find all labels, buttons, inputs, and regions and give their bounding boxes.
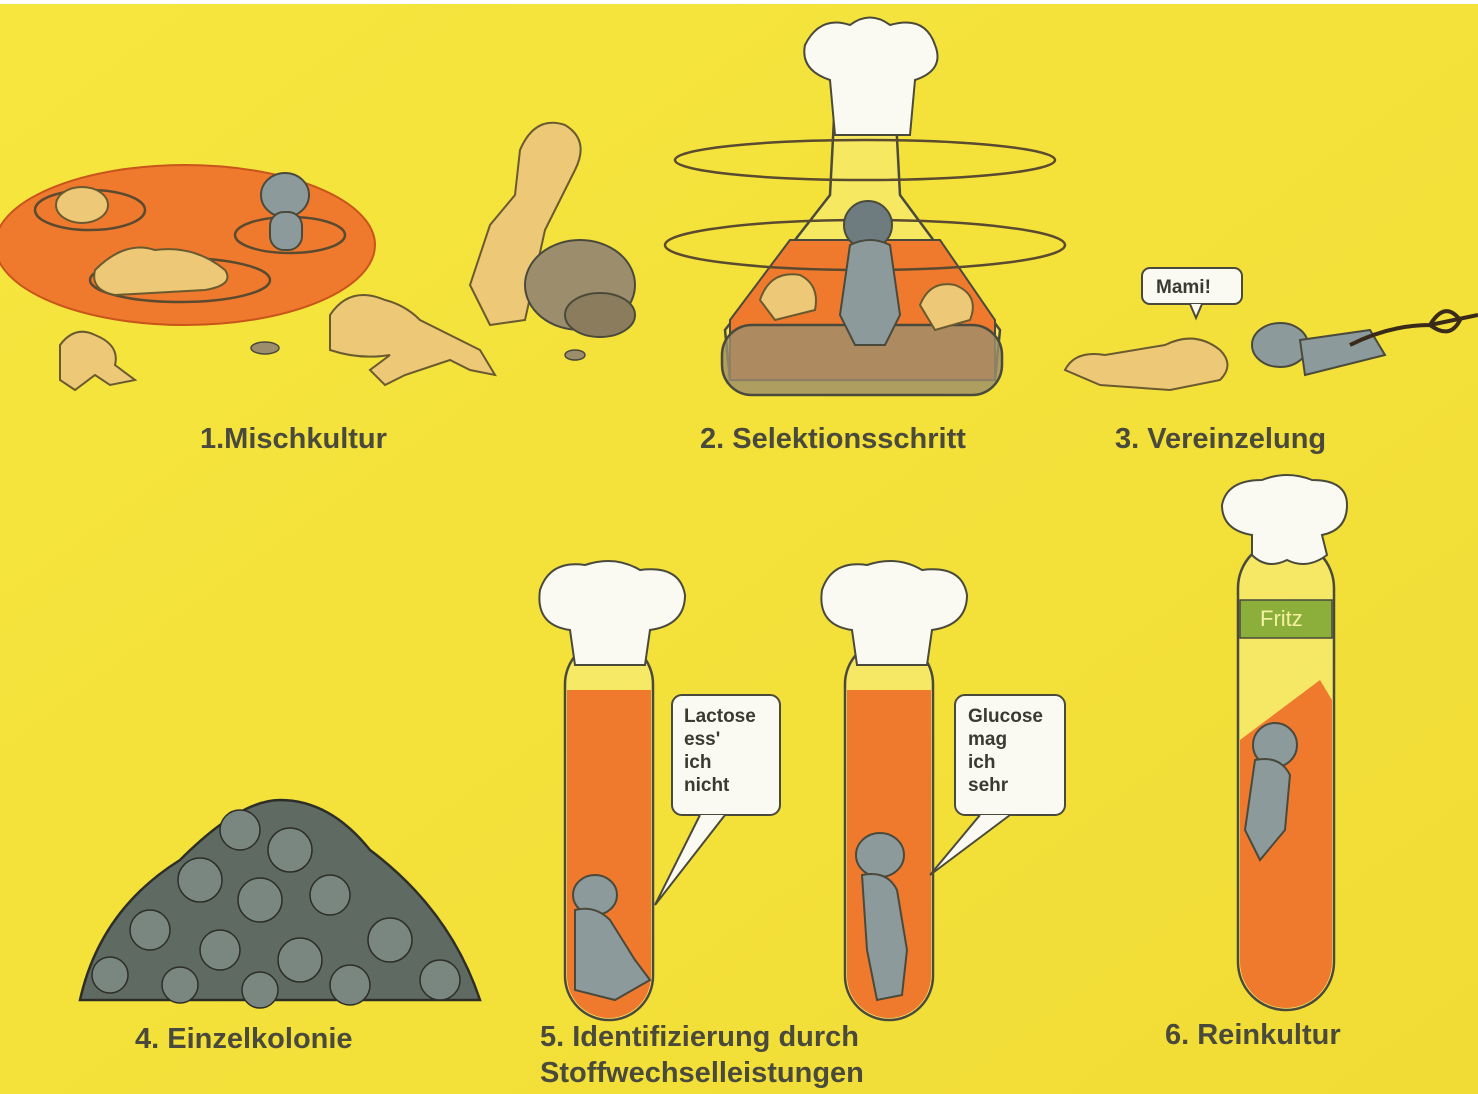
speech-text-lactose-line4: nicht: [684, 775, 730, 796]
grey-bacterium-body: [840, 240, 900, 345]
grey-bacterium-head: [261, 173, 309, 217]
speech-text-mami: Mami!: [1156, 277, 1211, 298]
caption-step5-line2: Stoffwechselleistungen: [540, 1057, 864, 1089]
caption-step4: 4. Einzelkolonie: [135, 1023, 353, 1055]
caption-step1: 1.Mischkultur: [200, 423, 387, 455]
speech-text-lactose-line2: ess': [684, 729, 720, 750]
rock: [565, 293, 635, 337]
beige-bacterium: [56, 187, 108, 223]
grey-bacterium-head: [1252, 323, 1308, 367]
caption-step6: 6. Reinkultur: [1165, 1019, 1341, 1051]
speech-text-glucose-line1: Glucose: [968, 706, 1043, 727]
grey-bacterium-body: [270, 212, 302, 250]
speech-text-glucose-line4: sehr: [968, 775, 1009, 796]
grey-bacterium-head: [856, 833, 904, 877]
tube-name-text: Fritz: [1260, 606, 1303, 631]
caption-step2: 2. Selektionsschritt: [700, 423, 966, 455]
caption-step3: 3. Vereinzelung: [1115, 423, 1326, 455]
caption-step5-line1: 5. Identifizierung durch: [540, 1021, 859, 1053]
speech-text-lactose-line1: Lactose: [684, 706, 756, 727]
speech-text-glucose-line3: ich: [968, 752, 995, 773]
speech-text-lactose-line3: ich: [684, 752, 711, 773]
speech-text-glucose-line2: mag: [968, 729, 1007, 750]
